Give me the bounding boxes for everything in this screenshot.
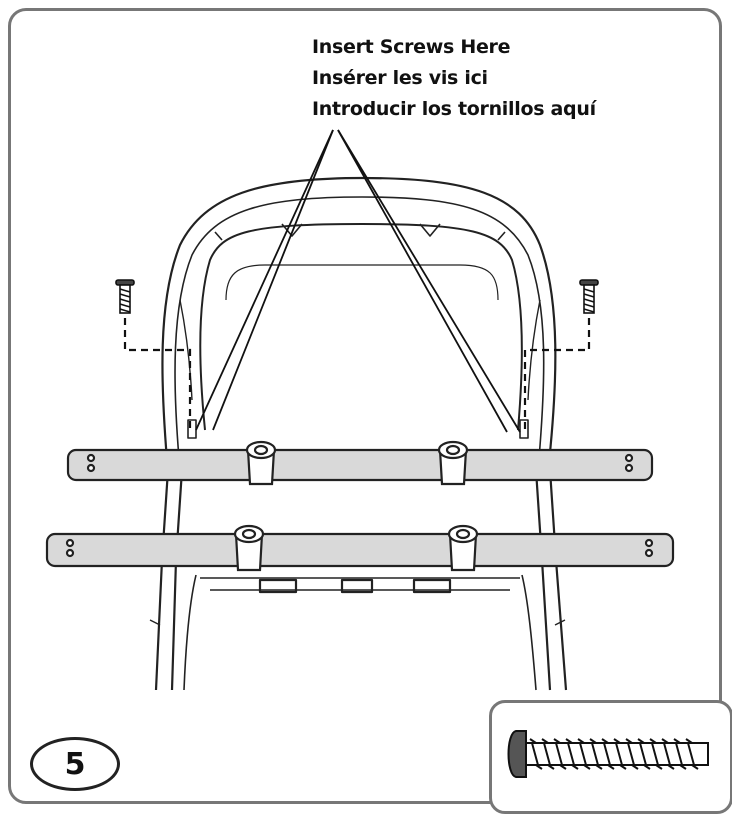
frame-leg-left bbox=[154, 469, 184, 691]
screw-icon bbox=[579, 279, 599, 314]
callout-french: Insérer les vis ici bbox=[312, 67, 488, 89]
dashed-guides bbox=[123, 318, 591, 430]
frame-leg-right bbox=[534, 469, 568, 691]
lower-crossbar bbox=[45, 524, 675, 572]
screw-inset-panel bbox=[489, 700, 732, 814]
pointer-lines bbox=[195, 129, 521, 433]
seat-back-shell bbox=[161, 176, 557, 473]
screw-closeup-icon bbox=[507, 730, 709, 778]
step-number-badge: 5 bbox=[30, 737, 120, 791]
callout-spanish: Introducir los tornillos aquí bbox=[312, 98, 596, 120]
instruction-frame bbox=[8, 8, 722, 804]
seat-back-opening bbox=[199, 223, 523, 431]
screw-icon bbox=[115, 279, 135, 314]
callout-english: Insert Screws Here bbox=[312, 36, 511, 58]
upper-crossbar bbox=[66, 440, 654, 486]
